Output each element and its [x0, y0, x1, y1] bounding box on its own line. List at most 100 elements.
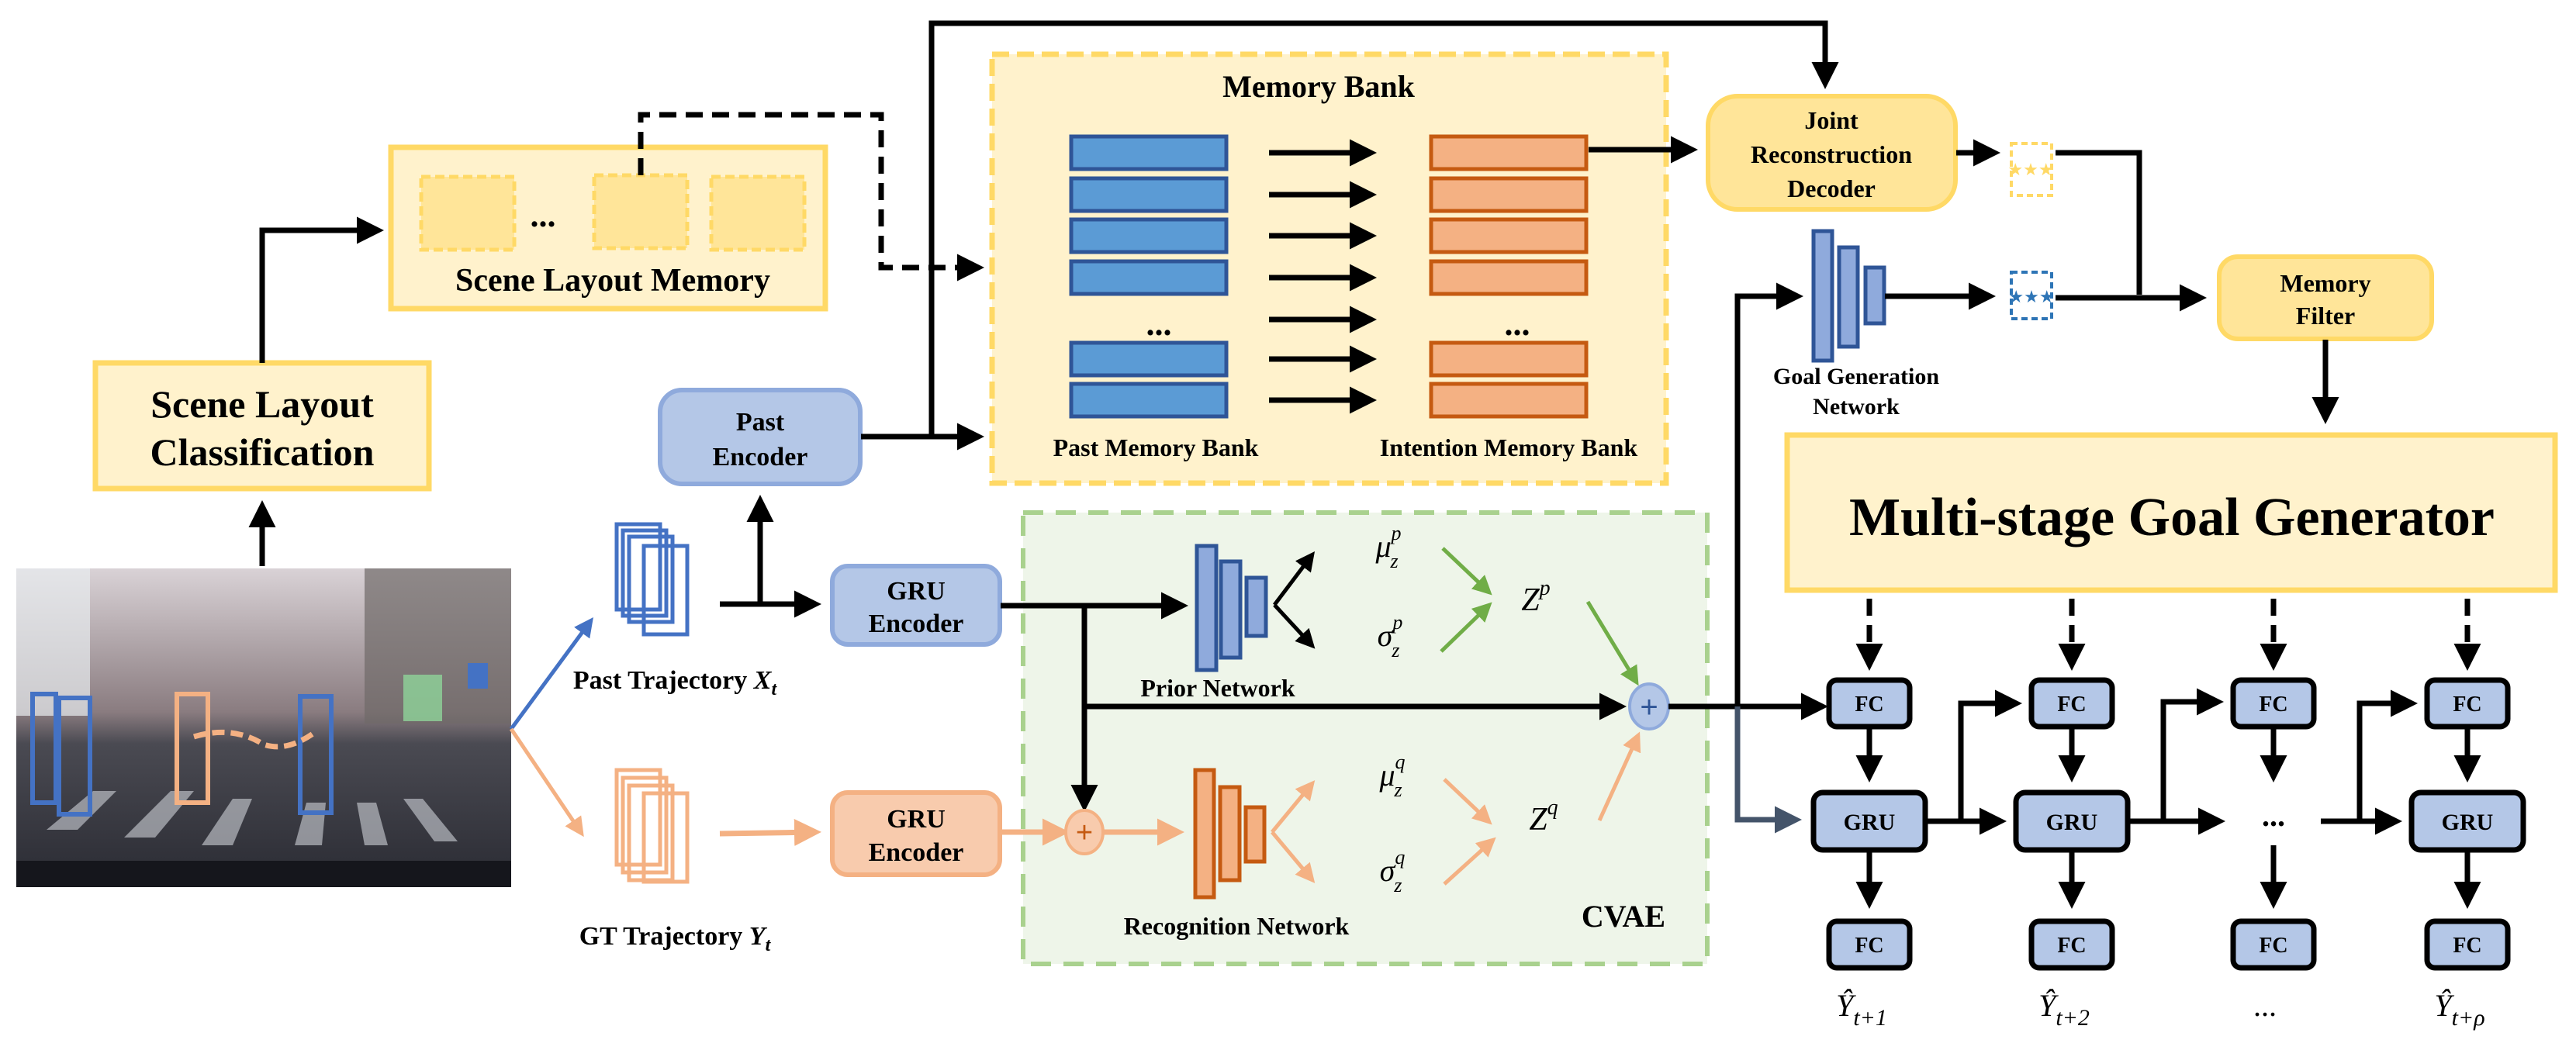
- arrow-z-q-to-fusion: [1597, 731, 1641, 822]
- intention-memory-slot: [1429, 134, 1589, 171]
- intention-memory-slot: [1429, 340, 1589, 378]
- gru-label: GRU: [2046, 810, 2098, 835]
- arrow-gt-trajectory-to-gru-encoder: [719, 818, 821, 846]
- pedestrian-box-blue: [298, 694, 334, 815]
- arrow-image-to-past-trajectory: [509, 617, 593, 731]
- arrow-gru-to-next-fc: [2356, 689, 2418, 821]
- memory-slot: [709, 174, 807, 252]
- joint-reconstruction-decoder-box: Joint Reconstruction Decoder: [1706, 94, 1958, 212]
- z-p-symbol: Zp: [1521, 576, 1550, 618]
- intention-memory-slot: [1429, 259, 1589, 296]
- arrow-classification-to-memory: [259, 216, 384, 363]
- fc-bottom-label: FC: [2259, 934, 2287, 958]
- past-encoder-line1: Past: [736, 408, 785, 437]
- scene-layout-classification-line1: Scene Layout: [150, 382, 374, 426]
- past-encoder-line2: Encoder: [713, 443, 808, 471]
- plus-icon: +: [1640, 690, 1658, 724]
- arrow-fusion-to-goal-network: [1734, 282, 1803, 822]
- arrow-mu-q-to-z-q: [1443, 778, 1492, 825]
- memory-slot: [419, 174, 517, 252]
- generated-goals-icon: ★★★: [2008, 271, 2055, 320]
- fc-top-label: FC: [2057, 693, 2086, 717]
- past-memory-bank-label: Past Memory Bank: [1053, 433, 1259, 461]
- gru-label: GRU: [1844, 810, 1896, 835]
- output-label: Ŷt+2: [2038, 988, 2090, 1031]
- scene-layout-classification-line2: Classification: [150, 430, 375, 474]
- cvae-box: [1021, 510, 1710, 966]
- cvae-label: CVAE: [1582, 899, 1665, 934]
- arrow-gru-to-next-fc: [2160, 688, 2224, 821]
- gru-box: [2013, 789, 2131, 853]
- arrow-past-encoder-to-decoder: [928, 20, 1839, 434]
- driving-scene-image: [16, 568, 511, 887]
- gru-box: [1810, 789, 1928, 853]
- output-label: ...: [2254, 988, 2277, 1023]
- gt-trajectory-label: GT Trajectory Yt: [579, 922, 772, 955]
- arrow-gru-to-next-fc: [1958, 689, 2022, 821]
- line-goals-to-filter: [2056, 150, 2142, 295]
- intention-memory-ellipsis: ...: [1505, 305, 1530, 343]
- memory-filter-box: Memory Filter: [2217, 254, 2434, 341]
- trajectory-dashed-path: [192, 729, 316, 750]
- past-trajectory-icon: [614, 522, 690, 637]
- star-icon: ★★★: [2007, 161, 2053, 180]
- past-memory-slot: [1069, 340, 1229, 378]
- fc-bottom-box: [2424, 918, 2511, 971]
- pedestrian-box-orange: [175, 692, 210, 805]
- output-label: Ŷt+1: [1836, 988, 1887, 1031]
- fc-bottom-label: FC: [2057, 934, 2086, 958]
- arrow-mu-p-to-z-p: [1441, 547, 1492, 596]
- multi-stage-goal-generator-box: Multi-stage Goal Generator: [1784, 432, 2558, 593]
- past-trajectory-label: Past Trajectory Xt: [573, 666, 778, 699]
- past-memory-slot: [1069, 134, 1229, 171]
- arrow-image-to-gt-trajectory: [509, 727, 584, 838]
- prior-network-label: Prior Network: [1140, 674, 1295, 702]
- pedestrian-box-blue: [57, 696, 92, 817]
- scene-layout-memory-box: ... Scene Layout Memory: [388, 144, 828, 312]
- arrow-z-p-to-fusion: [1585, 600, 1639, 686]
- scene-layout-memory-label: Scene Layout Memory: [455, 263, 770, 299]
- plus-icon: +: [1076, 817, 1093, 849]
- prior-network-icon: [1195, 544, 1268, 672]
- fc-bottom-label: FC: [1855, 934, 1883, 958]
- past-memory-slot: [1069, 382, 1229, 419]
- gru-encoder-gt-line2: Encoder: [869, 838, 964, 867]
- reconstructed-goals-icon: ★★★: [2007, 142, 2054, 197]
- gru-label: GRU: [2442, 810, 2494, 835]
- fc-top-box: [1826, 677, 1913, 730]
- past-memory-slot: [1069, 259, 1229, 296]
- past-encoder-box: Past Encoder: [658, 388, 863, 486]
- pedestrian-box-blue: [30, 692, 58, 805]
- past-memory-slot: [1069, 176, 1229, 213]
- arrow-recognition-to-mu: [1271, 780, 1316, 834]
- fc-top-box: [2230, 677, 2317, 730]
- intention-memory-slot: [1429, 176, 1589, 213]
- past-memory-ellipsis: ...: [1146, 305, 1172, 343]
- recognition-plus-node: +: [1064, 809, 1105, 855]
- intention-memory-bank-label: Intention Memory Bank: [1380, 433, 1638, 461]
- dashed-arrow-memory-to-bank: [638, 112, 984, 281]
- gru-encoder-past-line2: Encoder: [869, 610, 964, 638]
- arrow-sigma-q-to-z-q: [1443, 837, 1496, 886]
- memory-filter-line1: Memory: [2280, 269, 2370, 297]
- decoder-grid: FCGRUFCŶt+1FCGRUFCŶt+2FC...FC...FCGRUFCŶ…: [1810, 599, 2526, 1031]
- arrow-fusion-to-first-gru: [1734, 706, 1802, 834]
- arrow-recognition-to-sigma: [1271, 831, 1316, 883]
- scene-layout-classification-box: Scene Layout Classification: [92, 360, 432, 492]
- fc-top-label: FC: [2453, 693, 2481, 717]
- gru-encoder-past-box: GRU Encoder: [830, 564, 1002, 647]
- gru-encoder-gt-line1: GRU: [887, 805, 946, 834]
- output-label: Ŷt+ρ: [2434, 988, 2484, 1031]
- fc-top-label: FC: [2259, 693, 2287, 717]
- recognition-network-label: Recognition Network: [1124, 912, 1350, 940]
- multi-stage-goal-generator-label: Multi-stage Goal Generator: [1849, 488, 2495, 547]
- fc-bottom-box: [2028, 918, 2115, 971]
- memory-bank-box: Memory Bank ... ... Past Memory Bank Int…: [989, 51, 1669, 486]
- fc-top-box: [2028, 677, 2115, 730]
- arrow-sigma-p-to-z-p: [1440, 602, 1492, 653]
- goal-generation-network-icon: [1811, 229, 1886, 363]
